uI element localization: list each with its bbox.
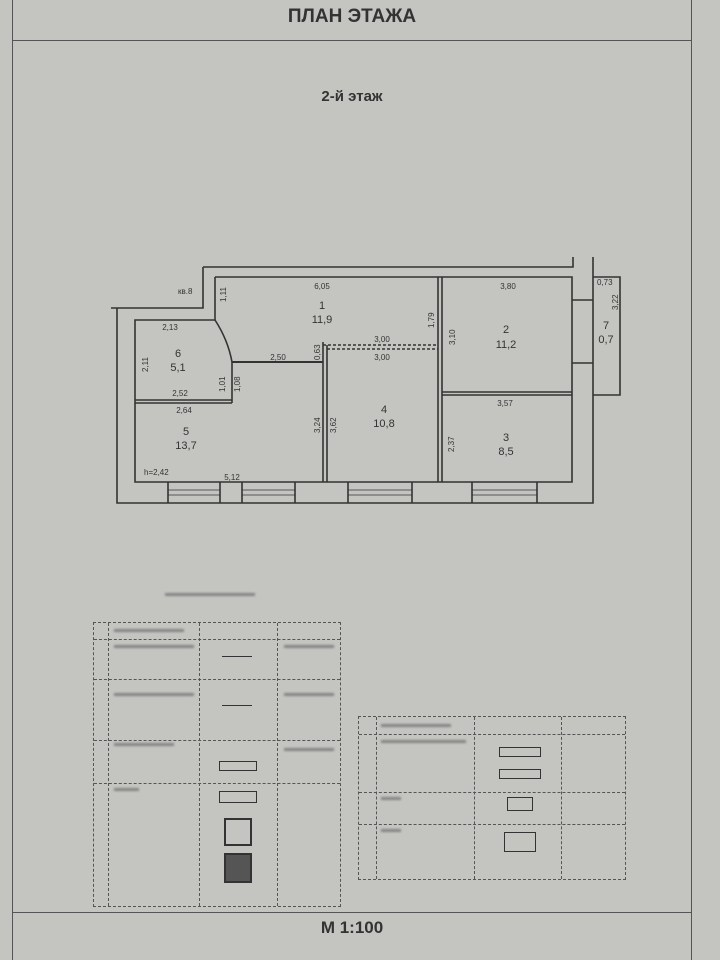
- room-2-area: 11,2: [496, 339, 517, 351]
- dim: 1,01: [218, 376, 227, 392]
- legend-heading: [165, 593, 255, 596]
- dim: 2,52: [172, 389, 188, 398]
- dim: 0,73: [597, 278, 613, 287]
- dim: 1,11: [219, 286, 228, 302]
- stove-symbol-icon: [224, 818, 252, 846]
- frame-left-line: [12, 0, 13, 960]
- dimension-labels: 6,05 3,80 0,73 3,22 1,11 кв.8 2,13 2,11 …: [141, 278, 620, 482]
- dim: h=2,42: [144, 468, 169, 477]
- room-7-area: 0,7: [598, 334, 613, 346]
- dim: 3,57: [497, 399, 513, 408]
- stair-symbol-icon: [504, 832, 536, 852]
- dim: 2,13: [162, 323, 178, 332]
- scale-label: М 1:100: [320, 918, 384, 937]
- room-4-number: 4: [381, 404, 387, 416]
- dim: 0,63: [313, 344, 322, 360]
- room-1-area: 11,9: [312, 314, 333, 326]
- dim: 3,62: [329, 417, 338, 433]
- wall-symbol-icon: [219, 761, 257, 771]
- dim: 3,00: [374, 335, 390, 344]
- dim: кв.8: [178, 287, 193, 296]
- legend-table-right: [358, 716, 626, 880]
- room-labels: 1 11,9 2 11,2 3 8,5 4 10,8 5 13,7 6 5,1 …: [170, 300, 613, 458]
- dim: 1,79: [427, 312, 436, 328]
- room-7-number: 7: [603, 320, 609, 332]
- dim: 2,64: [176, 406, 192, 415]
- dim: 3,10: [448, 329, 457, 345]
- dim: 3,80: [500, 282, 516, 291]
- frame-right-line: [691, 0, 692, 960]
- frame-bottom-line: [12, 912, 692, 913]
- frame-top-line: [12, 40, 692, 41]
- dim: 2,11: [141, 356, 150, 372]
- room-4-area: 10,8: [373, 418, 394, 430]
- window-symbol-icon: [499, 747, 541, 757]
- dim: 3,00: [374, 353, 390, 362]
- room-3-number: 3: [503, 432, 509, 444]
- floor-label: 2-й этаж: [321, 88, 383, 105]
- walls: [111, 257, 621, 504]
- legend-table-left: [93, 622, 341, 907]
- room-5-area: 13,7: [175, 440, 196, 452]
- stove-symbol-icon: [224, 853, 252, 883]
- window-symbol-icon: [499, 769, 541, 779]
- page-title: ПЛАН ЭТАЖА: [287, 6, 417, 27]
- room-5-number: 5: [183, 426, 189, 438]
- dim: 2,37: [447, 436, 456, 452]
- niche-symbol-icon: [507, 797, 533, 811]
- dim: 1,08: [233, 376, 242, 392]
- room-6-number: 6: [175, 348, 181, 360]
- room-1-number: 1: [319, 300, 325, 312]
- room-2-number: 2: [503, 324, 509, 336]
- dim: 3,24: [313, 417, 322, 433]
- dim: 5,12: [224, 473, 240, 482]
- dim: 2,50: [270, 353, 286, 362]
- dim: 3,22: [611, 294, 620, 310]
- room-3-area: 8,5: [498, 446, 513, 458]
- dim: 6,05: [314, 282, 330, 291]
- room-6-area: 5,1: [170, 362, 185, 374]
- door-symbol-icon: [219, 791, 257, 803]
